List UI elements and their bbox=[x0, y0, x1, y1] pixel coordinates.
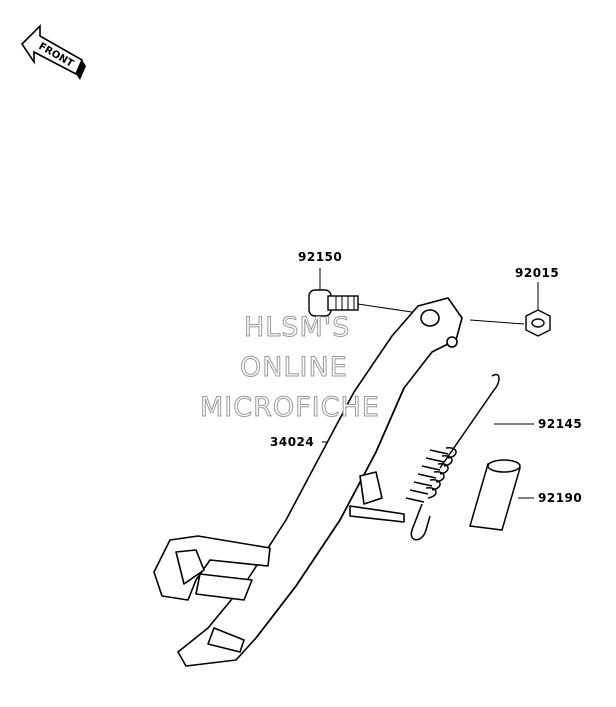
watermark-line-1: HLSM'S bbox=[243, 312, 351, 344]
part-number-92145: 92145 bbox=[538, 417, 583, 431]
collar-92190 bbox=[469, 459, 521, 531]
part-number-92015: 92015 bbox=[515, 266, 560, 280]
side-stand-34024 bbox=[153, 297, 463, 667]
part-number-92190: 92190 bbox=[538, 491, 583, 505]
front-arrow-icon: FRONT bbox=[20, 24, 86, 80]
watermark-line-3: MICROFICHE bbox=[200, 392, 380, 424]
bolt-92150 bbox=[308, 289, 359, 317]
spring-92145 bbox=[405, 373, 500, 541]
part-number-34024: 34024 bbox=[270, 435, 315, 449]
watermark-line-2: ONLINE bbox=[240, 352, 348, 384]
nut-92015 bbox=[525, 309, 551, 337]
part-number-92150: 92150 bbox=[298, 250, 343, 264]
